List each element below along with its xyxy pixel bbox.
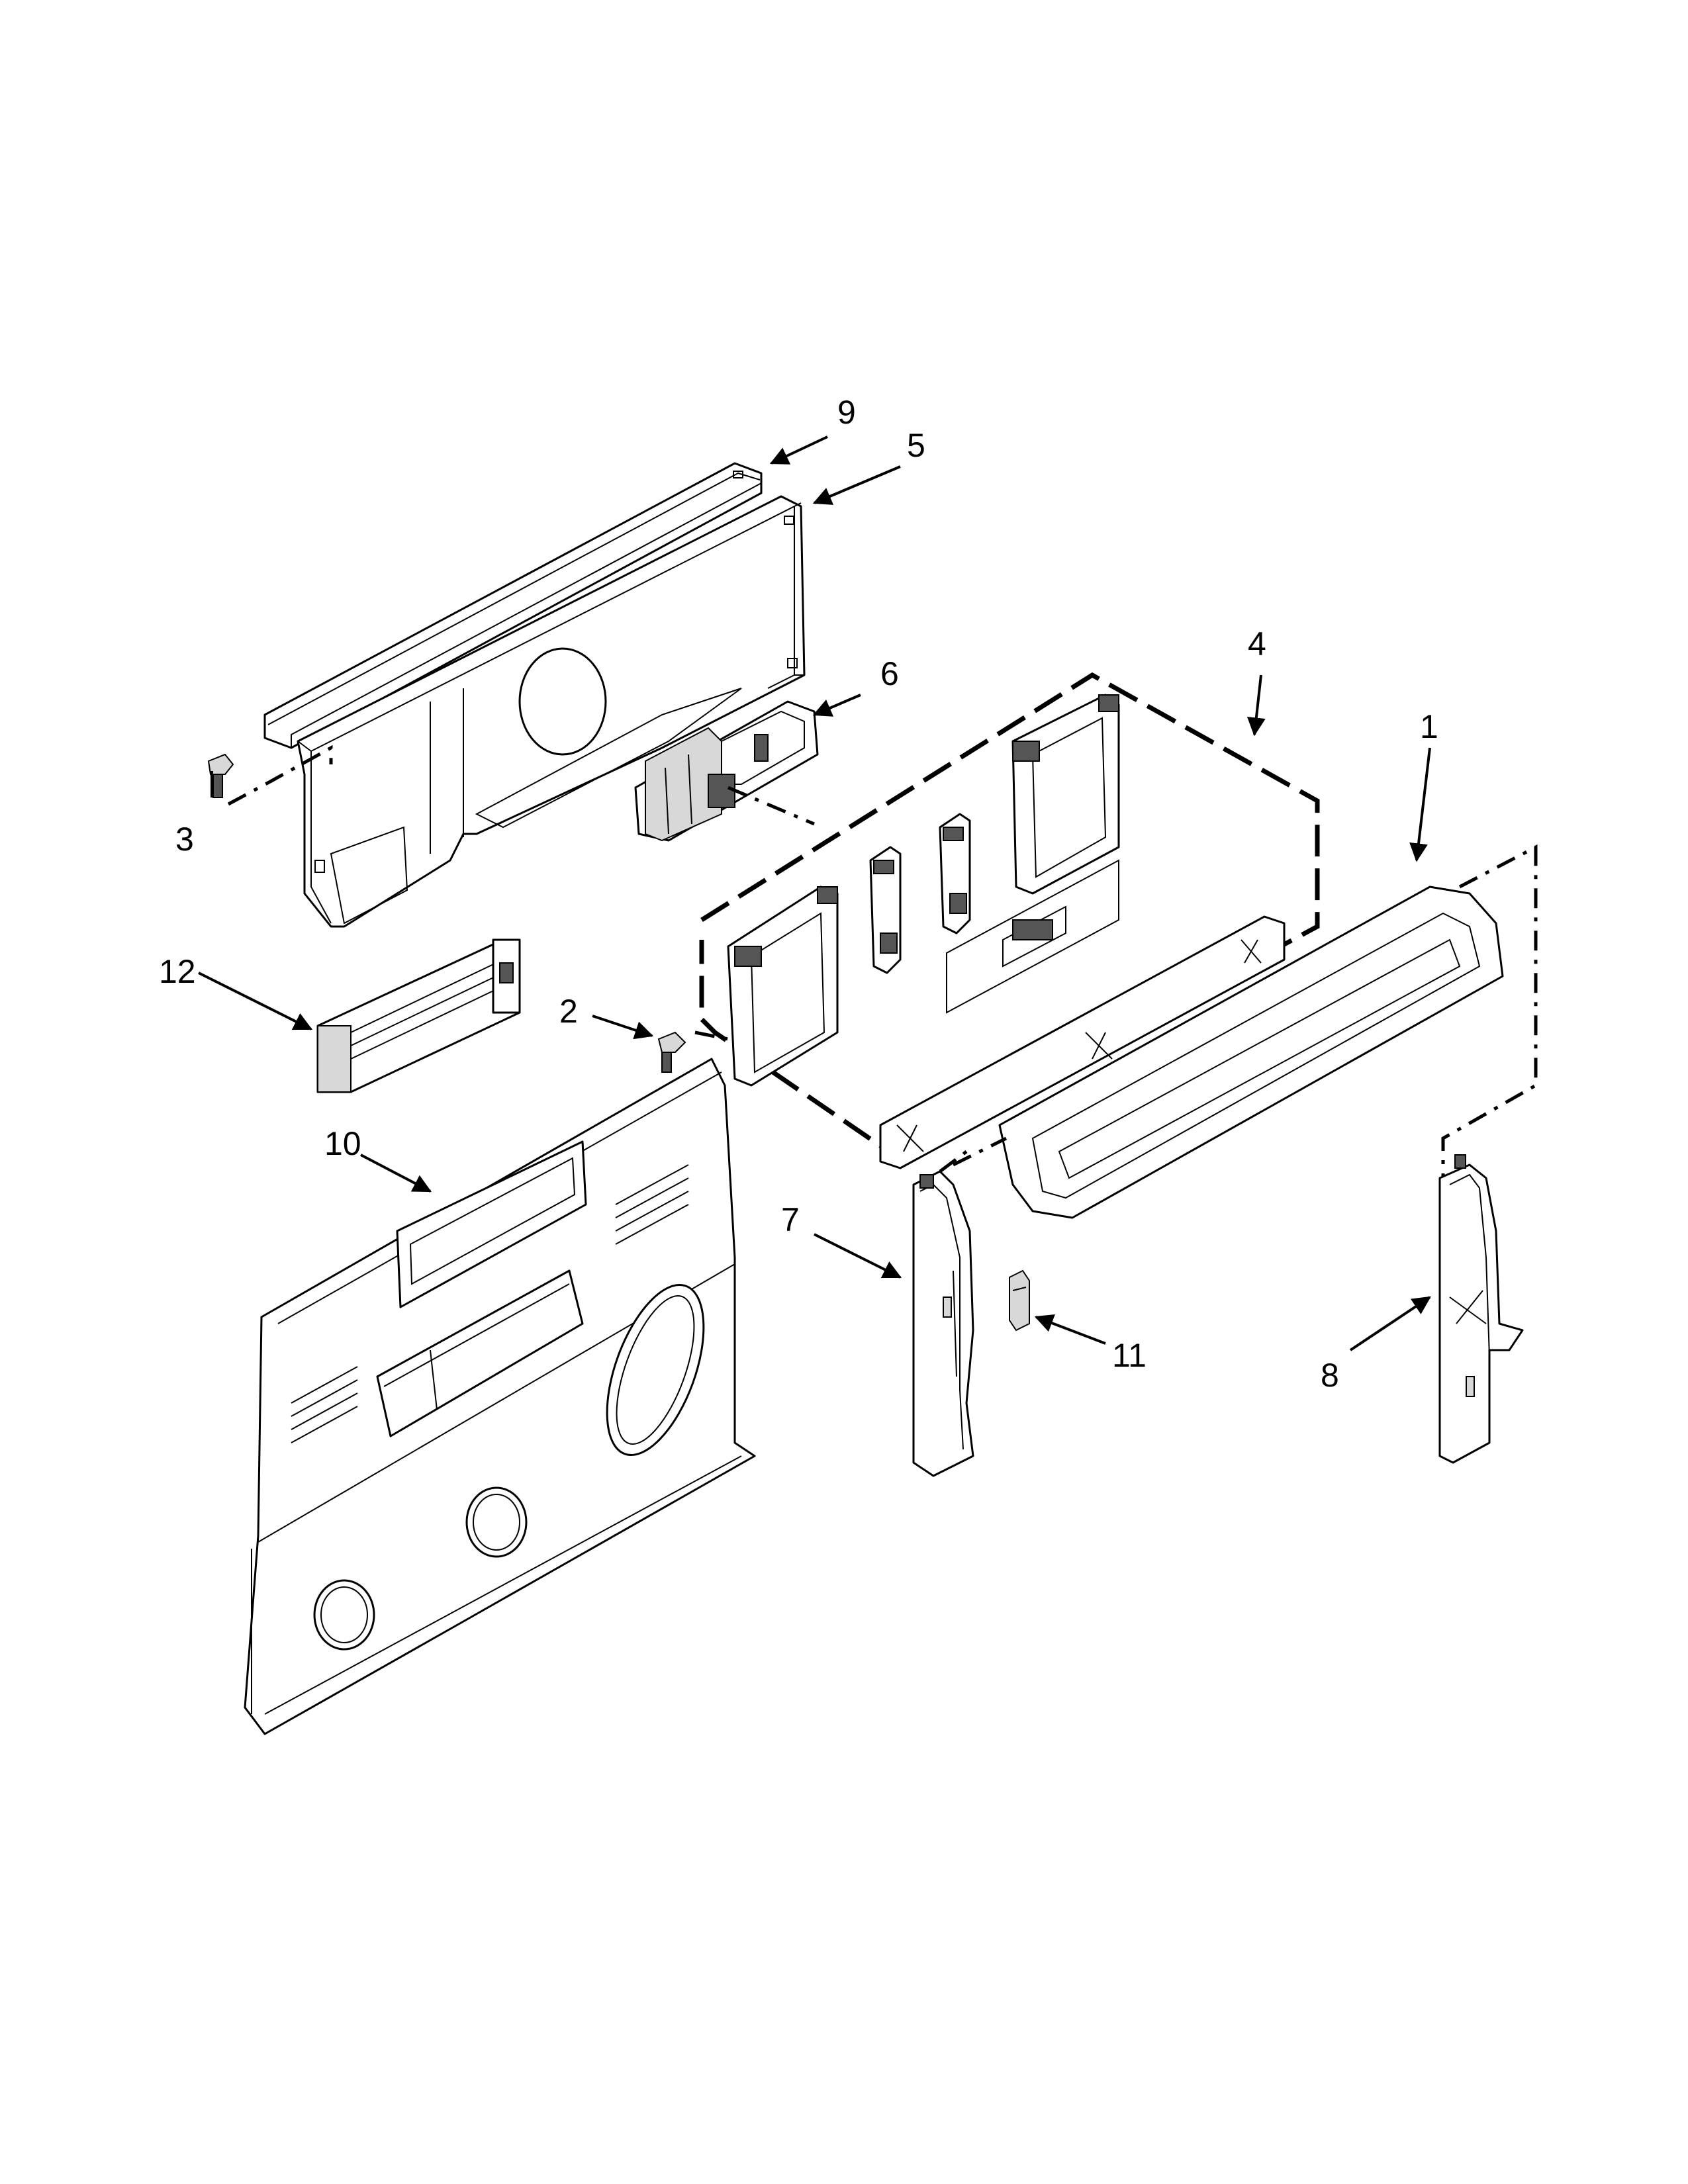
callout-3: 3 [175,821,194,858]
callout-6: 6 [880,655,899,692]
callout-2: 2 [559,993,578,1030]
part-4-console-assembly [699,672,1320,1169]
callout-4: 4 [1248,625,1266,662]
part-11-clip [1009,1269,1030,1332]
callout-9: 9 [837,394,856,431]
part-1-console-panel [952,844,1538,1219]
part-9-top-rail [263,462,763,749]
leader-6 [812,694,861,717]
leader-9 [769,435,828,465]
part-12-wire-harness [316,938,521,1093]
part-8-right-endcap-bracket [1438,1154,1524,1464]
leader-7 [814,1233,902,1279]
callout-1: 1 [1420,708,1438,745]
part-7-left-endcap-bracket [912,1150,974,1477]
callout-7: 7 [781,1201,800,1238]
leader-1 [1409,747,1431,862]
leader-lines [198,435,1431,1351]
part-6-control-board [634,700,819,842]
leader-12 [198,972,313,1030]
leader-4 [1246,674,1266,737]
part-2-screw [657,1030,729,1073]
leader-5 [812,465,901,505]
part-3-screw [207,745,333,806]
callout-11: 11 [1112,1337,1147,1374]
leader-10 [360,1154,432,1193]
part-10-rear-panel [244,1058,756,1735]
leader-2 [592,1015,654,1040]
callout-10: 10 [324,1125,361,1162]
leader-11 [1034,1314,1106,1345]
callout-8: 8 [1321,1357,1339,1394]
callout-5: 5 [907,427,925,464]
part-5-control-bracket [297,495,806,928]
callout-labels: 9 5 6 4 1 3 12 2 10 7 11 8 [159,394,1438,1394]
callout-12: 12 [159,953,196,990]
leader-8 [1349,1296,1431,1351]
